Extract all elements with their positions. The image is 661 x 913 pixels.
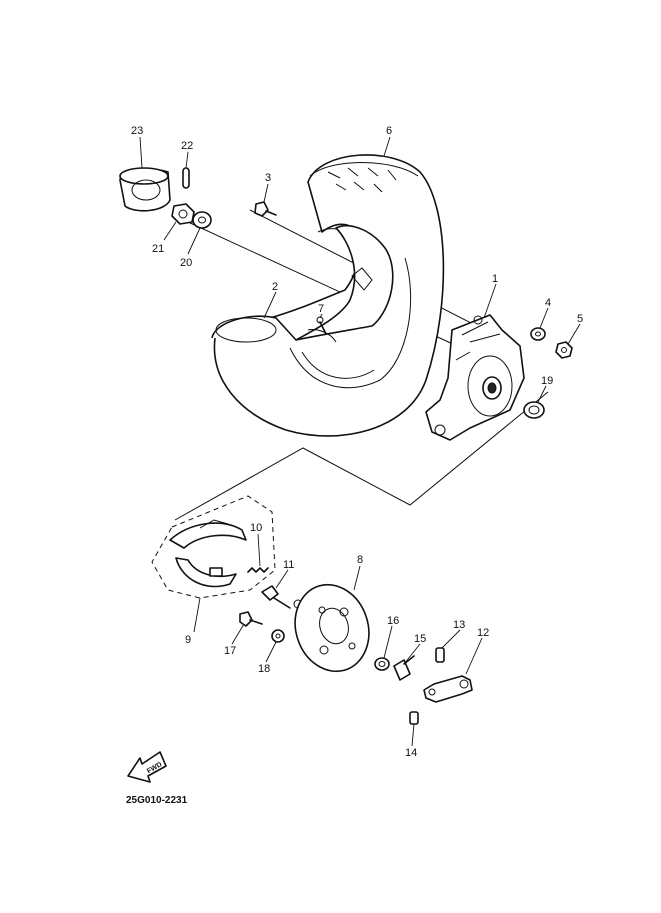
callout-21: 21 bbox=[152, 243, 164, 255]
part-14-pin bbox=[409, 711, 419, 725]
callout-5: 5 bbox=[577, 313, 583, 325]
part-3-bolt bbox=[254, 201, 277, 217]
callout-1: 1 bbox=[492, 273, 498, 285]
part-4-washer bbox=[530, 327, 546, 341]
part-2-rim bbox=[211, 224, 412, 389]
callout-12: 12 bbox=[477, 627, 489, 639]
callout-9: 9 bbox=[185, 634, 191, 646]
leader-lines bbox=[139, 136, 581, 747]
callout-23: 23 bbox=[131, 125, 143, 137]
part-13-bolt bbox=[435, 647, 445, 663]
callout-17: 17 bbox=[224, 645, 236, 657]
part-19-seal bbox=[523, 401, 545, 419]
part-22-cotter-pin bbox=[182, 167, 190, 189]
part-1-hub bbox=[425, 314, 525, 441]
part-17-bolt bbox=[239, 611, 263, 627]
callout-22: 22 bbox=[181, 140, 193, 152]
callout-3: 3 bbox=[265, 172, 271, 184]
callout-8: 8 bbox=[357, 554, 363, 566]
drawing-code: 25G010-2231 bbox=[126, 795, 188, 806]
part-21-nut bbox=[171, 203, 195, 225]
part-18-washer bbox=[271, 629, 285, 643]
callout-13: 13 bbox=[453, 619, 465, 631]
callout-2: 2 bbox=[272, 281, 278, 293]
brake-shoe-group-outline bbox=[151, 495, 276, 599]
part-12-brake-arm bbox=[423, 675, 473, 703]
part-23-cover bbox=[119, 167, 171, 212]
callout-11: 11 bbox=[283, 559, 294, 571]
callout-20: 20 bbox=[180, 257, 192, 269]
callout-15: 15 bbox=[414, 633, 426, 645]
part-15-indicator bbox=[393, 655, 415, 681]
callout-7: 7 bbox=[318, 303, 324, 315]
callout-6: 6 bbox=[386, 125, 392, 137]
part-16-seal bbox=[374, 657, 390, 671]
part-20-washer bbox=[192, 211, 212, 229]
callouts: 23 22 21 20 3 6 2 7 1 4 5 19 10 9 11 8 1… bbox=[131, 125, 583, 759]
callout-19: 19 bbox=[541, 375, 553, 387]
callout-18: 18 bbox=[258, 663, 270, 675]
part-6-tire bbox=[213, 154, 445, 437]
part-11-camshaft bbox=[261, 585, 303, 609]
part-9-brake-shoes bbox=[169, 519, 247, 588]
part-10-spring bbox=[247, 567, 269, 573]
part-8-brake-plate bbox=[294, 583, 370, 673]
part-5-nut bbox=[555, 341, 573, 359]
callout-16: 16 bbox=[387, 615, 399, 627]
callout-4: 4 bbox=[545, 297, 551, 309]
callout-10: 10 bbox=[250, 522, 262, 534]
fwd-arrow: FWD bbox=[127, 751, 167, 783]
callout-14: 14 bbox=[405, 747, 417, 759]
